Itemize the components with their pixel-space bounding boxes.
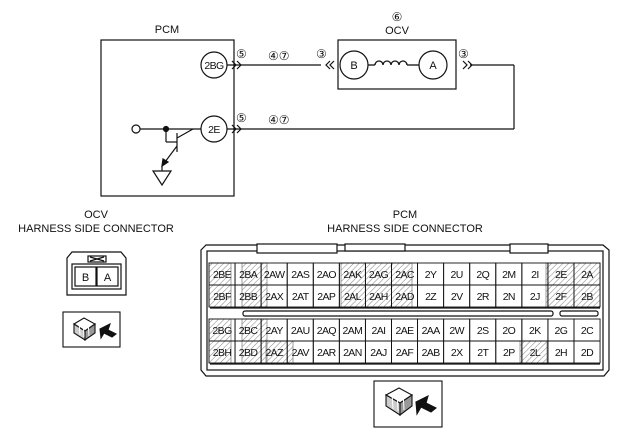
callout-top-ocv-right: ③ (458, 47, 469, 61)
wire-top (227, 60, 335, 70)
pcm-pin-label: 2V (451, 291, 463, 303)
pcm-pin-label: 2AS (291, 269, 310, 281)
pcm-label: PCM (155, 24, 179, 36)
callout-bottom-mid: ④⑦ (268, 113, 290, 127)
pcm-pin-label: 2AH (369, 291, 388, 303)
ocv-connector-subtitle: HARNESS SIDE CONNECTOR (18, 223, 174, 235)
pcm-pin-label: 2AM (342, 325, 362, 337)
pcm-pin-label: 2BE (213, 269, 232, 281)
pcm-pin-label: 2AW (264, 269, 285, 281)
svg-text:2E: 2E (208, 124, 220, 136)
pcm-pin-label: 2N (503, 291, 515, 303)
callout-ocv: ⑥ (392, 10, 403, 24)
pcm-pin-label: 2P (503, 347, 515, 359)
callout-top-mid: ④⑦ (268, 49, 290, 63)
pcm-pin-label: 2AB (422, 347, 441, 359)
pcm-pin-label: 2B (581, 291, 593, 303)
pcm-connector-title: PCM (393, 209, 417, 221)
pcm-pin-label: 2R (477, 291, 490, 303)
pcm-pin-label: 2AX (265, 291, 284, 303)
driver-transistor-icon (131, 124, 201, 187)
svg-text:2BG: 2BG (204, 60, 224, 72)
pcm-pin-label: 2T (477, 347, 489, 359)
ocv-pin-b: B (82, 272, 89, 284)
pcm-pin-label: 2AK (343, 269, 362, 281)
pcm-pin-label: 2BG (212, 325, 232, 337)
pcm-pin-label: 2AC (395, 269, 415, 281)
ocv-block: OCV ⑥ B A (337, 10, 457, 90)
pcm-pin-label: 2BC (239, 325, 259, 337)
pcm-pin-label: 2Z (425, 291, 437, 303)
pcm-pin-label: 2O (502, 325, 515, 337)
pcm-pin-label: 2BD (239, 347, 259, 359)
ocv-pin-a: A (104, 272, 112, 284)
pcm-pin-label: 2AN (343, 347, 362, 359)
pcm-connector-housing (200, 243, 610, 377)
pcm-pin-grid: 2BE 2BA 2AW 2AS 2AO 2AK 2AG 2AC 2Y 2U 2Q 2M 2I 2E 2A 2B… (208, 262, 601, 364)
pcm-terminal-2e: 2E (200, 115, 228, 143)
pcm-pin-label: 2W (449, 325, 464, 337)
pcm-pin-label: 2H (555, 347, 567, 359)
pcm-pin-label: 2J (530, 291, 540, 303)
pcm-pin-label: 2AD (395, 291, 415, 303)
pcm-pin-label: 2AY (266, 325, 284, 337)
pcm-pin-label: 2G (555, 325, 568, 337)
pcm-pin-label: 2F (555, 291, 566, 303)
pcm-terminal-2bg: 2BG (200, 51, 228, 79)
pcm-pin-label: 2AF (396, 347, 414, 359)
connector-probe-icon (62, 311, 121, 348)
wire-bottom (227, 60, 515, 134)
pcm-pin-label: 2I (531, 269, 539, 281)
pcm-pin-label: 2S (477, 325, 489, 337)
pcm-pin-label: 2AZ (265, 347, 284, 359)
pcm-pin-label: 2A (581, 269, 593, 281)
connector-probe-icon (373, 380, 443, 428)
pcm-pin-label: 2AU (291, 325, 310, 337)
pcm-pin-label: 2X (451, 347, 463, 359)
pcm-pin-label: 2BA (239, 269, 258, 281)
pcm-pin-label: 2AO (317, 269, 337, 281)
pcm-pin-label: 2AP (317, 291, 336, 303)
pcm-pin-label: 2D (581, 347, 594, 359)
pcm-pin-label: 2E (555, 269, 567, 281)
pcm-pin-label: 2AJ (370, 347, 387, 359)
pcm-pin-label: 2AT (292, 291, 310, 303)
pcm-pin-label: 2C (581, 325, 594, 337)
pcm-pin-label: 2AL (344, 291, 362, 303)
ocv-connector-title: OCV (84, 209, 109, 221)
pcm-pin-label: 2AR (317, 347, 337, 359)
pcm-pin-label: 2Q (476, 269, 489, 281)
pcm-pin-label: 2AI (371, 325, 385, 337)
callout-bottom-pcm: ⑤ (236, 111, 247, 125)
pcm-pin-label: 2U (451, 269, 463, 281)
callout-top-pcm: ⑤ (236, 47, 247, 61)
pcm-pin-label: 2Y (425, 269, 437, 281)
pcm-pin-label: 2AQ (317, 325, 337, 337)
pcm-pin-label: 2K (529, 325, 541, 337)
ocv-label: OCV (385, 25, 410, 37)
ocv-connector-face (66, 251, 127, 296)
pcm-pin-label: 2BF (213, 291, 231, 303)
svg-text:A: A (429, 60, 437, 72)
pcm-pin-cell (573, 284, 601, 308)
pcm-pin-label: 2AA (422, 325, 441, 337)
pcm-pin-label: 2AG (369, 269, 389, 281)
pcm-pin-label: 2AV (292, 347, 310, 359)
pcm-pin-cell (573, 340, 601, 364)
pcm-pin-label: 2AE (396, 325, 415, 337)
callout-top-ocv-left: ③ (316, 47, 327, 61)
solenoid-coil-icon (368, 60, 419, 66)
pcm-pin-label: 2BH (213, 347, 232, 359)
pcm-pin-label: 2M (502, 269, 515, 281)
pcm-pin-label: 2L (530, 347, 541, 359)
pcm-connector-subtitle: HARNESS SIDE CONNECTOR (327, 223, 483, 235)
pcm-block: PCM (100, 24, 235, 197)
pcm-pin-label: 2BB (239, 291, 258, 303)
svg-text:B: B (350, 60, 357, 72)
